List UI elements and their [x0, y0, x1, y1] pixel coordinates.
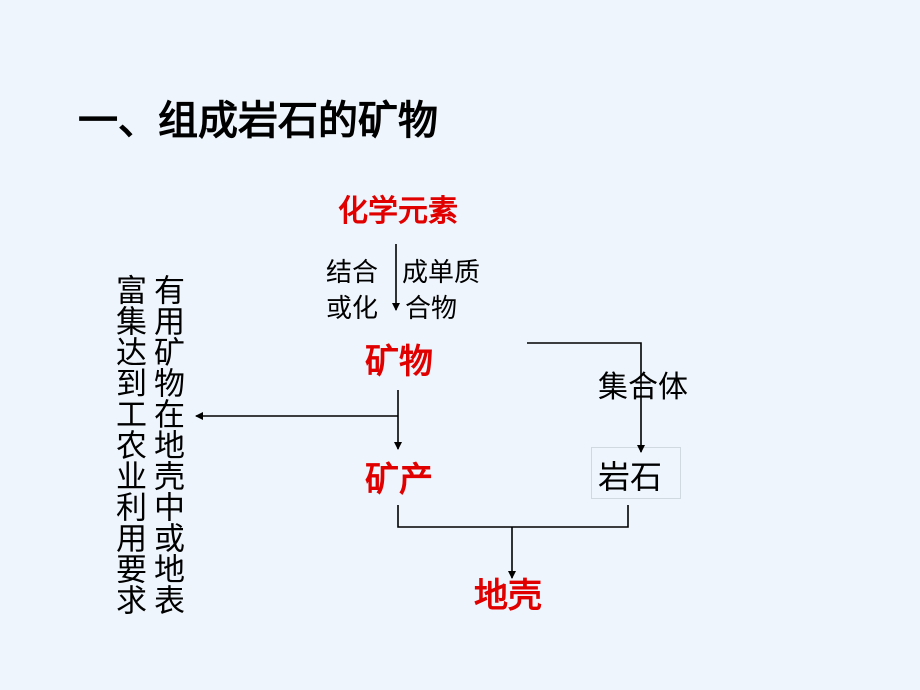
definition-column-left: 富集达到工农业利用要求	[110, 274, 146, 615]
node-rock-box	[591, 447, 681, 499]
bracket-deposit-rock	[397, 505, 629, 528]
node-chemical-elements: 化学元素	[338, 194, 458, 229]
node-mineral: 矿物	[365, 342, 433, 382]
definition-column-right: 有用矿物在地壳中或地表	[148, 274, 184, 615]
edge-label-left-line1: 结合	[326, 258, 379, 288]
edge-label-right-line2: 合物	[405, 294, 458, 324]
node-earth-crust: 地壳	[474, 576, 542, 616]
page-title: 一、组成岩石的矿物	[78, 98, 438, 144]
edge-label-right-line1: 成单质	[402, 258, 481, 288]
node-rock: 岩石	[598, 458, 663, 496]
arrow-mineral-to-rock	[527, 342, 645, 453]
edge-label-left-line2: 或化	[326, 294, 379, 324]
edge-label-aggregate: 集合体	[598, 370, 688, 405]
node-mineral-deposit: 矿产	[365, 460, 433, 500]
